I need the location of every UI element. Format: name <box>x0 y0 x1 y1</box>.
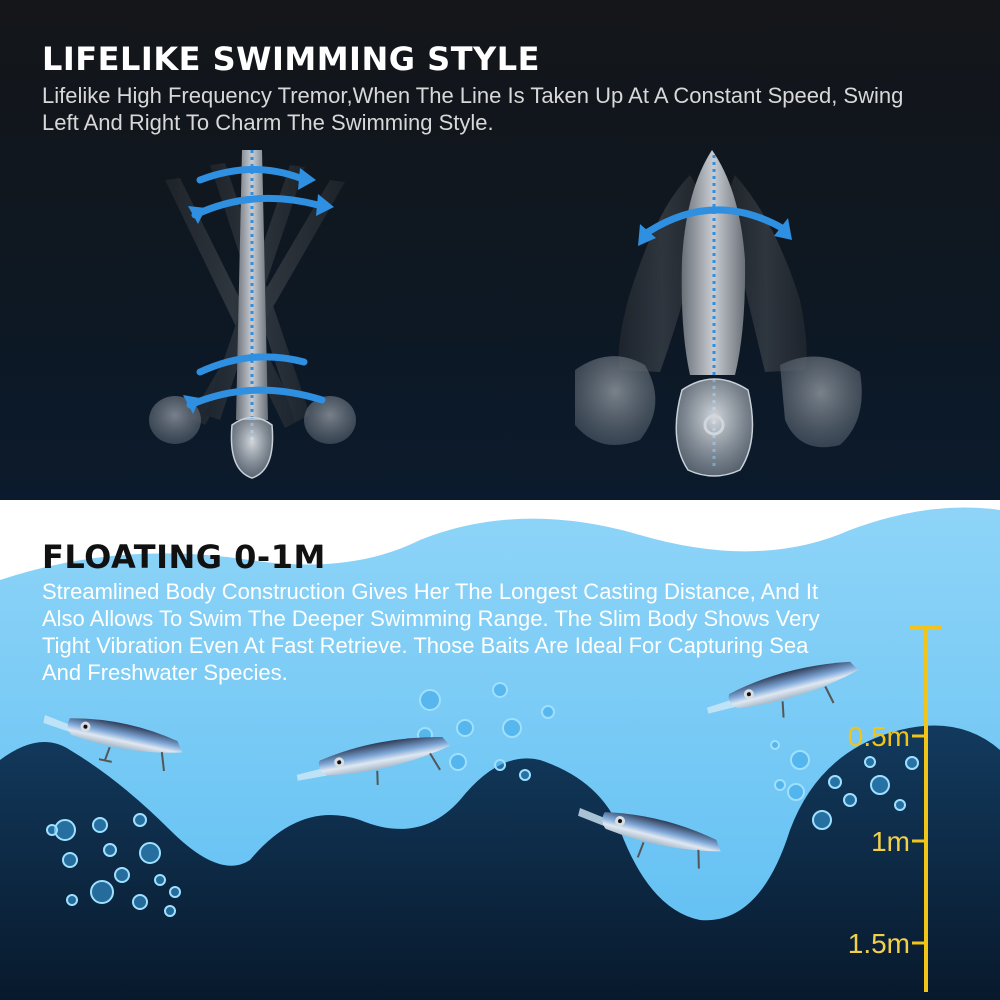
swimming-style-title: LIFELIKE SWIMMING STYLE <box>42 40 540 78</box>
bubbles <box>46 682 919 917</box>
split-ring <box>703 414 725 436</box>
deep-water <box>0 725 1000 1000</box>
minnow-lure <box>706 661 859 718</box>
right-lure-group <box>575 150 862 477</box>
arrow-heads <box>183 168 334 414</box>
depth-label-1-5m: 1.5m <box>847 928 910 959</box>
main-lure-lip <box>230 416 274 479</box>
depth-scale <box>910 626 942 992</box>
ghost-lip <box>780 356 862 448</box>
swing-arrows <box>186 165 326 409</box>
swimming-style-panel: LIFELIKE SWIMMING STYLE Lifelike High Fr… <box>0 0 1000 500</box>
depth-label-0-5m: 0.5m <box>847 721 910 752</box>
ghost-lure <box>725 175 807 372</box>
water-illustration <box>0 507 1000 1000</box>
swimming-illustration <box>149 150 862 479</box>
floating-depth-title: FLOATING 0-1M <box>42 538 326 576</box>
main-lure-lip <box>675 378 754 477</box>
ghost-lip <box>575 356 656 445</box>
floating-depth-panel: FLOATING 0-1M Streamlined Body Construct… <box>0 500 1000 1000</box>
ghost-lure <box>618 175 705 372</box>
minnow-lure <box>43 715 183 772</box>
depth-label-1m: 1m <box>871 826 910 857</box>
ghost-lip <box>149 396 201 444</box>
minnow-lure <box>578 808 721 869</box>
arrow-head <box>774 218 792 240</box>
floating-depth-description: Streamlined Body Construction Gives Her … <box>42 579 820 685</box>
left-lure-group <box>149 150 356 479</box>
ghost-lip <box>304 396 356 444</box>
arrow-head <box>638 224 656 246</box>
swimming-style-description: Lifelike High Frequency Tremor,When The … <box>42 83 904 135</box>
swing-arrow <box>644 206 786 236</box>
minnow-lure <box>296 736 451 785</box>
